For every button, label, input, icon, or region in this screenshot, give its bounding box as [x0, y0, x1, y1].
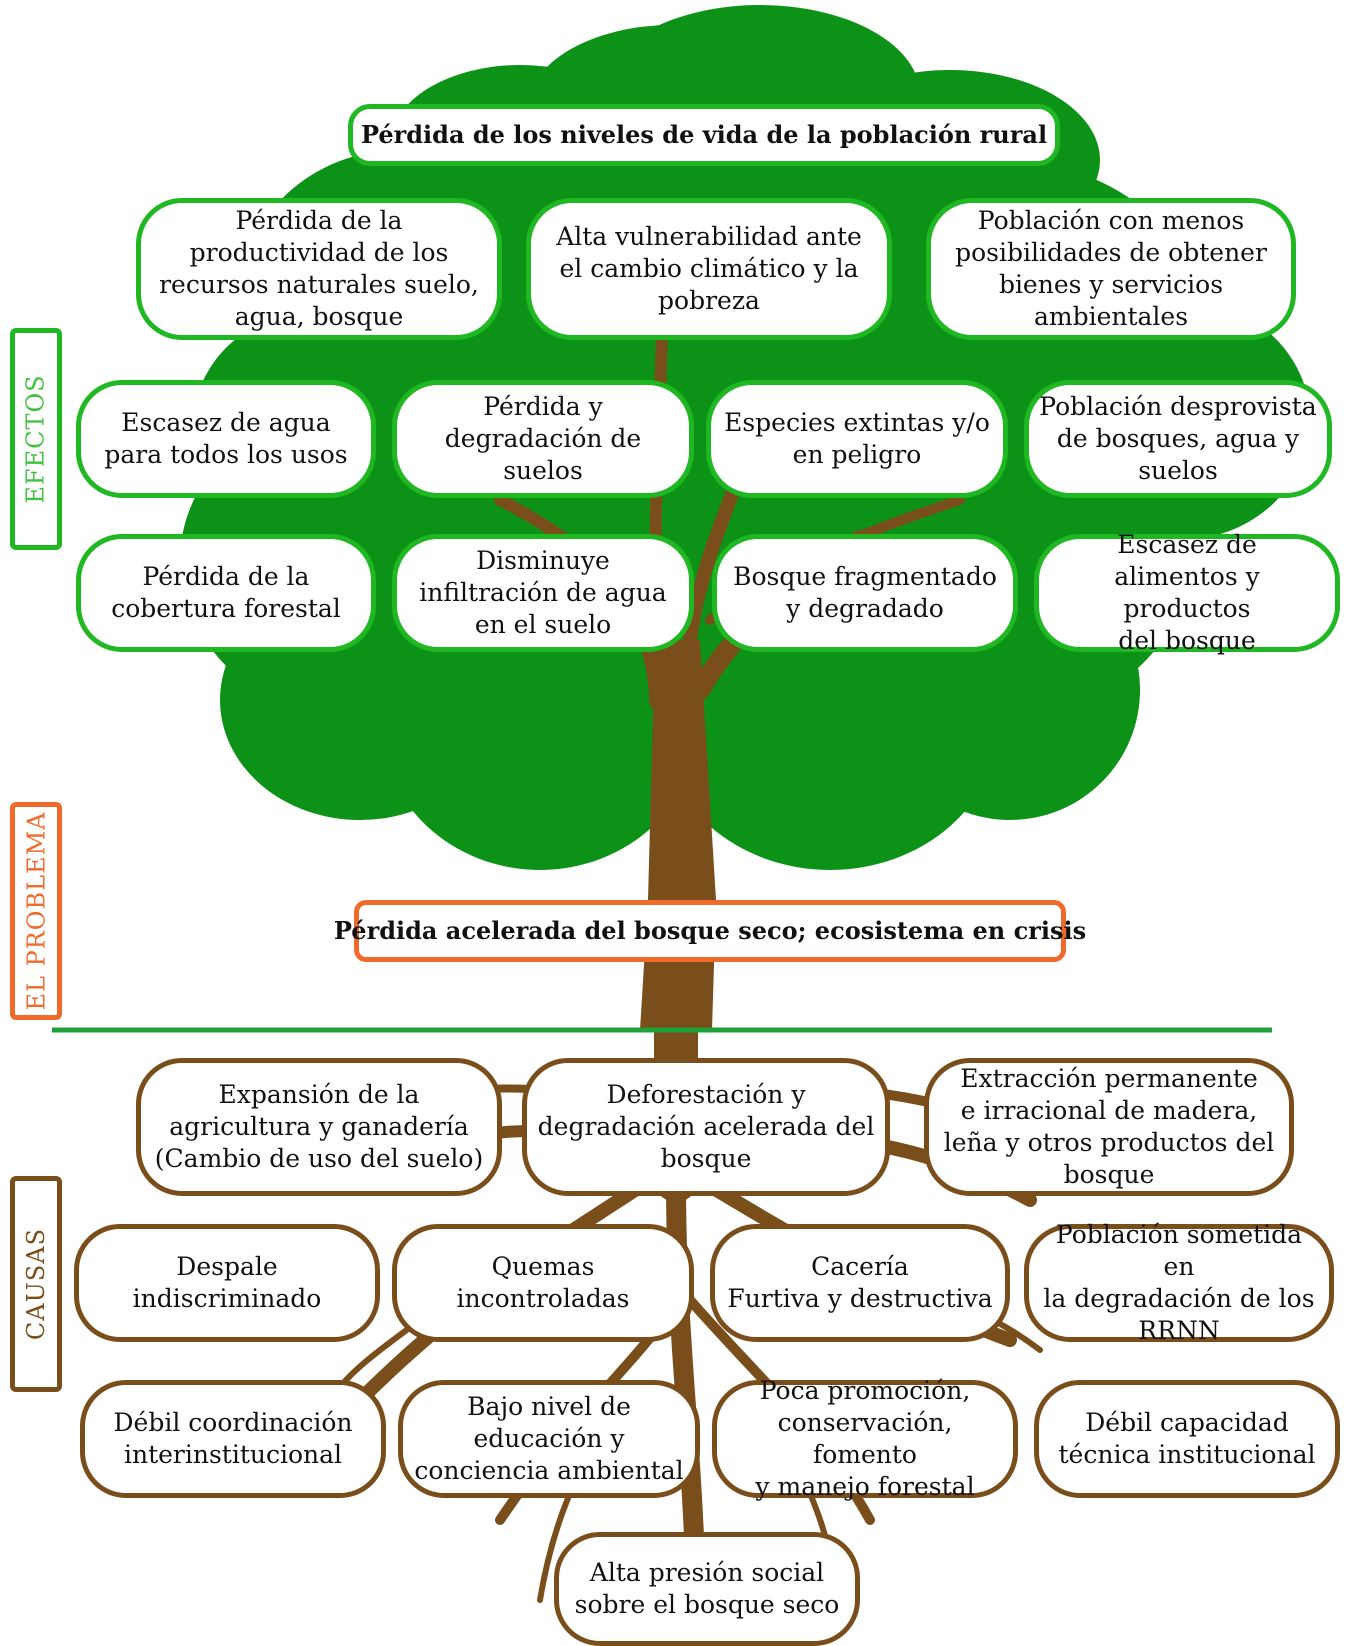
effect-box: Escasez de alimentos y productos del bos…: [1034, 530, 1340, 655]
cause-box: Quemas incontroladas: [392, 1224, 694, 1342]
cause-box: Débil coordinación interinstitucional: [80, 1380, 386, 1498]
effect-box: Alta vulnerabilidad ante el cambio climá…: [526, 198, 892, 340]
top-effect-box: Pérdida de los niveles de vida de la pob…: [348, 104, 1060, 166]
problem-box: Pérdida acelerada del bosque seco; ecosi…: [334, 900, 1086, 962]
efectos-label: EFECTOS: [10, 328, 62, 550]
cause-box: Extracción permanente e irracional de ma…: [924, 1058, 1294, 1196]
problema-label: EL PROBLEMA: [10, 802, 62, 1020]
problema-label-text: EL PROBLEMA: [22, 811, 51, 1011]
effect-box: Disminuye infiltración de agua en el sue…: [392, 534, 694, 652]
cause-box: Poca promoción, conservación, fomento y …: [712, 1376, 1018, 1501]
effect-box: Pérdida de la cobertura forestal: [76, 534, 376, 652]
effect-box: Pérdida y degradación de suelos: [392, 380, 694, 498]
effect-box: Bosque fragmentado y degradado: [712, 534, 1018, 652]
effect-box: Población con menos posibilidades de obt…: [926, 198, 1296, 340]
efectos-label-text: EFECTOS: [22, 374, 50, 504]
cause-box: Alta presión social sobre el bosque seco: [554, 1532, 860, 1646]
effect-box: Pérdida de la productividad de los recur…: [136, 198, 502, 340]
effect-box: Población desprovista de bosques, agua y…: [1024, 380, 1332, 498]
cause-box: Bajo nivel de educación y conciencia amb…: [398, 1380, 700, 1498]
effect-box: Especies extintas y/o en peligro: [706, 380, 1008, 498]
cause-box: Débil capacidad técnica institucional: [1034, 1380, 1340, 1498]
causas-label-text: CAUSAS: [22, 1227, 51, 1341]
cause-box: Deforestación y degradación acelerada de…: [522, 1058, 890, 1196]
cause-box: Despale indiscriminado: [74, 1224, 380, 1342]
causas-label: CAUSAS: [10, 1176, 62, 1392]
cause-box: Expansión de la agricultura y ganadería …: [136, 1058, 502, 1196]
effect-box: Escasez de agua para todos los usos: [76, 380, 376, 498]
cause-box: Cacería Furtiva y destructiva: [710, 1224, 1010, 1342]
cause-box: Población sometida en la degradación de …: [1024, 1220, 1334, 1345]
